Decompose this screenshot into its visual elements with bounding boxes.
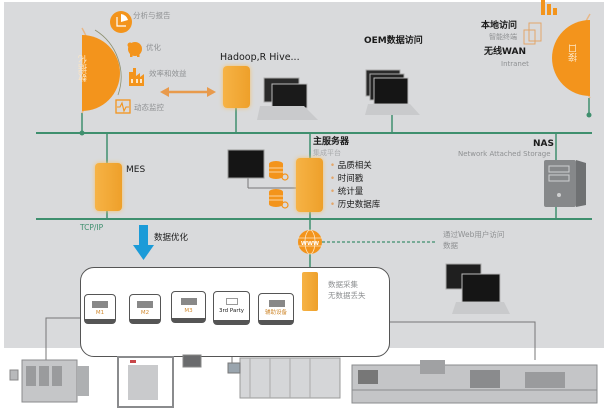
left-arc-item-3-label: 效率和效益 bbox=[149, 69, 187, 78]
hadoop-server-icon bbox=[223, 66, 250, 108]
feature-item: • 历史数据库 bbox=[330, 200, 381, 210]
mes-label: MES bbox=[126, 165, 146, 175]
right-arc-node bbox=[586, 112, 592, 118]
hadoop-label: Hadoop,R Hive... bbox=[220, 52, 300, 63]
database-gear-icon-1 bbox=[269, 161, 289, 181]
bar-chart-icon bbox=[541, 0, 557, 15]
machine-label: M2 bbox=[140, 310, 150, 316]
machine-card-m2[interactable]: M2 bbox=[129, 294, 161, 324]
database-gear-icon-2 bbox=[269, 189, 289, 209]
feature-item: • 时间戳 bbox=[330, 174, 364, 184]
equipment-link-1 bbox=[45, 317, 80, 365]
left-arc-half-disc bbox=[82, 35, 120, 111]
server-monitor-icon bbox=[227, 149, 265, 179]
plc-icon bbox=[181, 298, 197, 305]
bidirectional-arrow-icon bbox=[160, 87, 216, 97]
machine-label: M3 bbox=[184, 308, 193, 314]
nas-title: NAS bbox=[533, 139, 554, 149]
left-arc-item-2-label: 优化 bbox=[146, 43, 161, 52]
oem-laptop-icon bbox=[365, 69, 420, 115]
local-access-subtitle: 智能终端 bbox=[489, 33, 517, 41]
svg-text:WWW: WWW bbox=[301, 241, 319, 247]
plc-icon bbox=[269, 300, 285, 307]
hadoop-laptop-icon bbox=[257, 77, 318, 120]
tcpip-label: TCP/IP bbox=[80, 223, 104, 232]
device-icon bbox=[226, 298, 238, 305]
machine-card-m1[interactable]: M1 bbox=[84, 294, 116, 324]
machine-card-3rd-party[interactable]: 3rd Party bbox=[213, 291, 250, 325]
web-access-label-2: 数据 bbox=[443, 241, 458, 250]
oem-label: OEM数据访问 bbox=[364, 36, 423, 46]
data-collector-server-icon bbox=[302, 272, 318, 311]
factory-icon bbox=[129, 68, 144, 86]
left-arc-node bbox=[79, 130, 85, 136]
left-arc-item-1-label: 分析与报告 bbox=[133, 11, 171, 20]
labeling-machine-image bbox=[227, 357, 341, 399]
filling-machine-image bbox=[9, 359, 89, 403]
web-access-label-1: 通过Web用户访问 bbox=[443, 230, 505, 239]
mes-server-icon bbox=[95, 163, 122, 211]
main-server-icon bbox=[296, 158, 323, 212]
left-arc-item-4-label: 动态监控 bbox=[134, 103, 164, 112]
machine-label: M1 bbox=[95, 310, 105, 316]
cartoning-line-image bbox=[351, 360, 598, 404]
machine-label: 3rd Party bbox=[218, 308, 245, 314]
piggy-bank-icon bbox=[127, 42, 142, 57]
machine-label: 辅助设备 bbox=[264, 310, 287, 316]
feature-item: • 品质相关 bbox=[330, 161, 372, 171]
wireless-subtitle: Intranet bbox=[501, 60, 529, 68]
collector-label-2: 无数据丢失 bbox=[328, 291, 366, 300]
mobile-devices-icon bbox=[523, 22, 542, 45]
feature-item: • 统计量 bbox=[330, 187, 364, 197]
pie-chart-icon bbox=[110, 11, 132, 33]
main-server-title: 主服务器 bbox=[313, 137, 350, 147]
right-arc-half-disc bbox=[552, 20, 590, 96]
main-server-subtitle: 集成平台 bbox=[313, 149, 341, 157]
machine-card-auxiliary[interactable]: 辅助设备 bbox=[258, 293, 294, 325]
machine-card-m3[interactable]: M3 bbox=[171, 291, 206, 323]
wireless-title: 无线WAN bbox=[484, 47, 527, 57]
local-access-title: 本地访问 bbox=[481, 21, 518, 31]
plc-icon bbox=[92, 301, 108, 308]
web-user-laptop-icon bbox=[445, 263, 510, 314]
capping-machine-image bbox=[117, 354, 202, 408]
collector-label-1: 数据采集 bbox=[328, 280, 358, 289]
equipment-link-4 bbox=[390, 321, 536, 360]
nas-subtitle: Network Attached Storage bbox=[458, 150, 551, 158]
monitor-pulse-icon bbox=[115, 99, 131, 114]
data-optimization-label: 数据优化 bbox=[154, 233, 189, 243]
plc-icon bbox=[137, 301, 153, 308]
